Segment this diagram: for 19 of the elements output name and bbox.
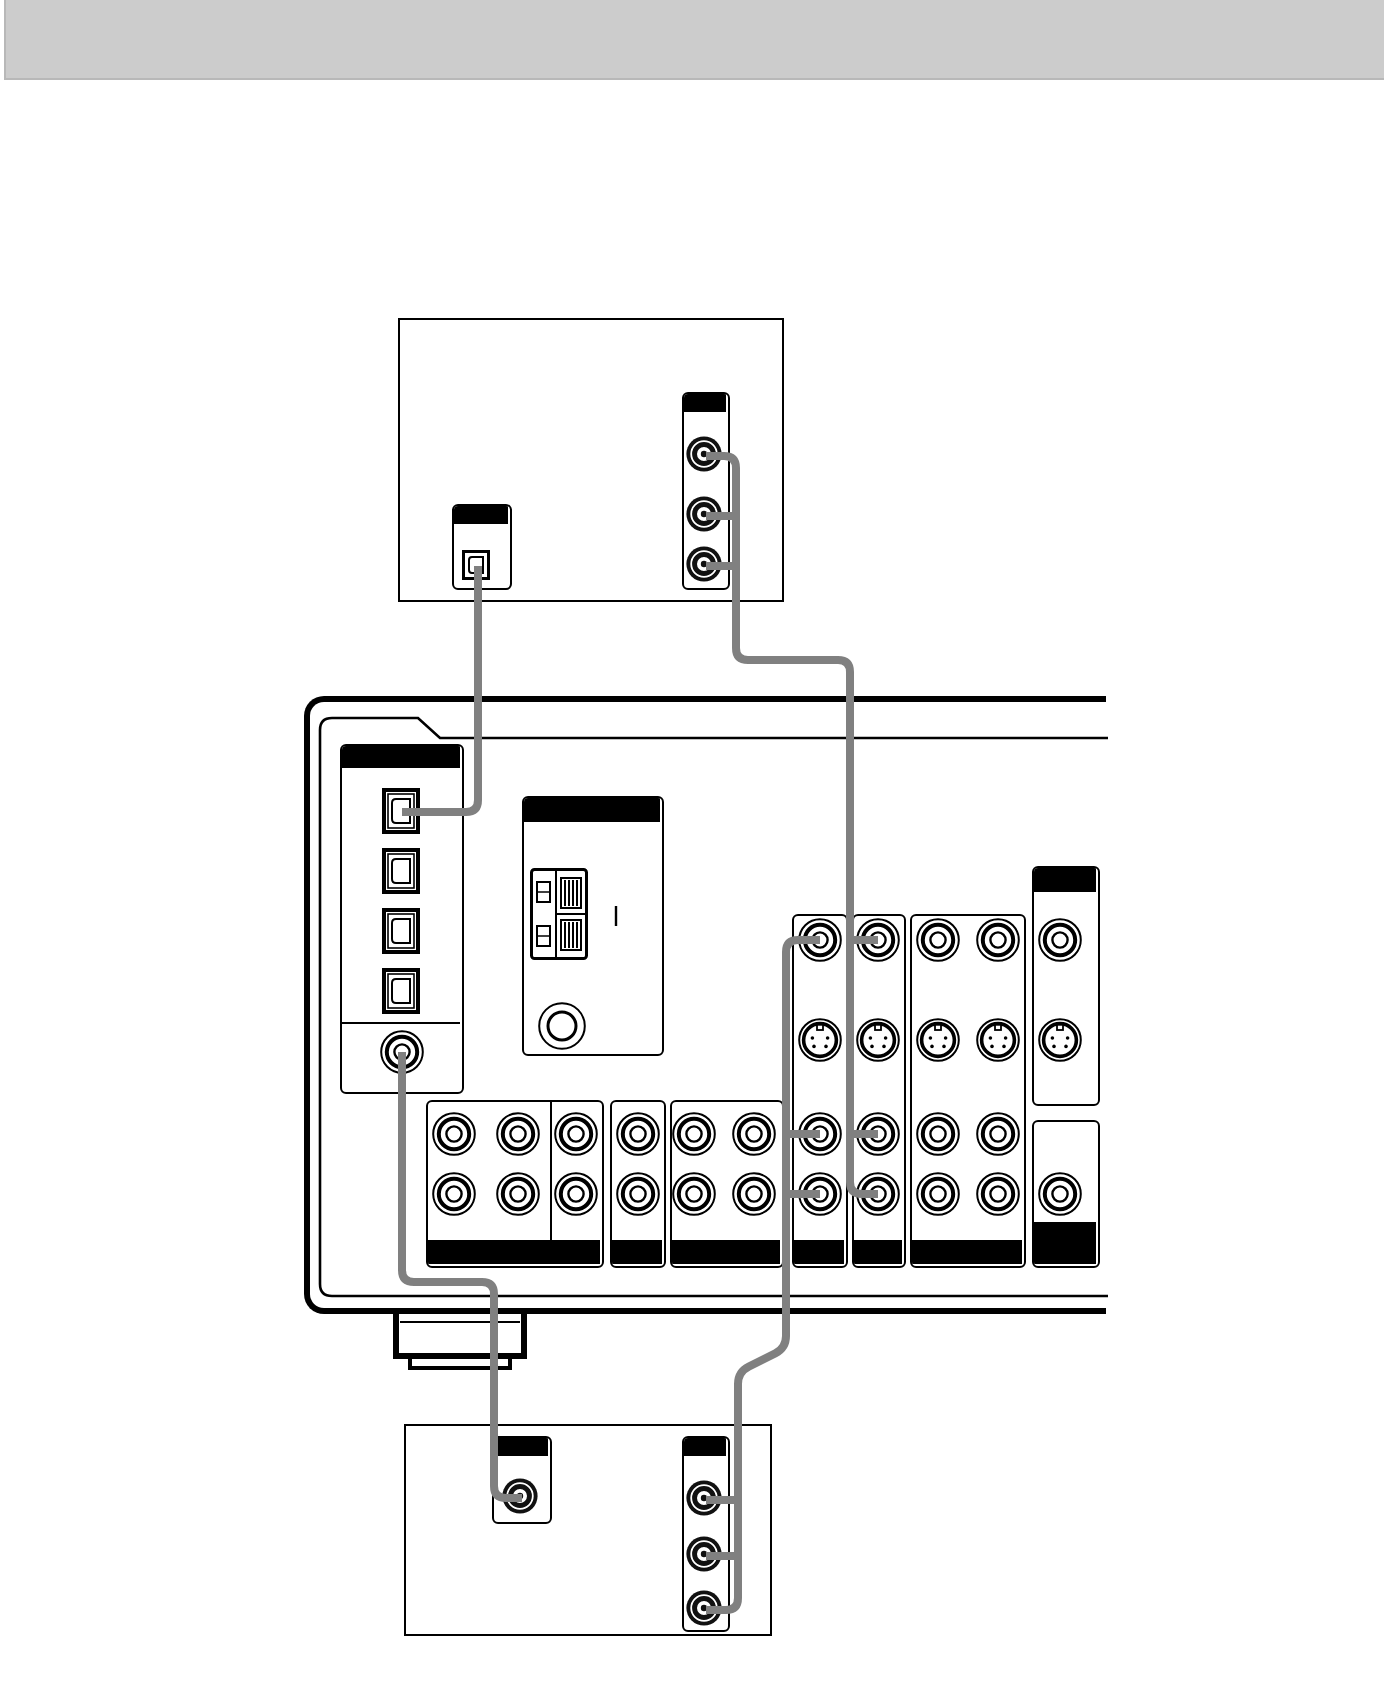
jack-panel [681,391,729,589]
jack-panel [451,503,511,589]
jack-panel [1032,866,1100,1106]
jack-panel [681,1435,729,1631]
cable [402,566,482,816]
jack-panel [426,1100,604,1268]
cable [702,452,882,1198]
jack-panel [610,1100,666,1268]
device-rear-panel [398,318,784,602]
jack-panel [522,796,664,1056]
jack-panel [852,914,906,1268]
cable [398,1052,522,1502]
jack-panel [910,914,1026,1268]
jack-panel [792,914,848,1268]
jack-panel [1032,1120,1100,1268]
jack-panel [670,1100,784,1268]
cable [702,936,824,1614]
device-rear-panel [404,1424,772,1636]
jack-panel [340,744,464,1094]
